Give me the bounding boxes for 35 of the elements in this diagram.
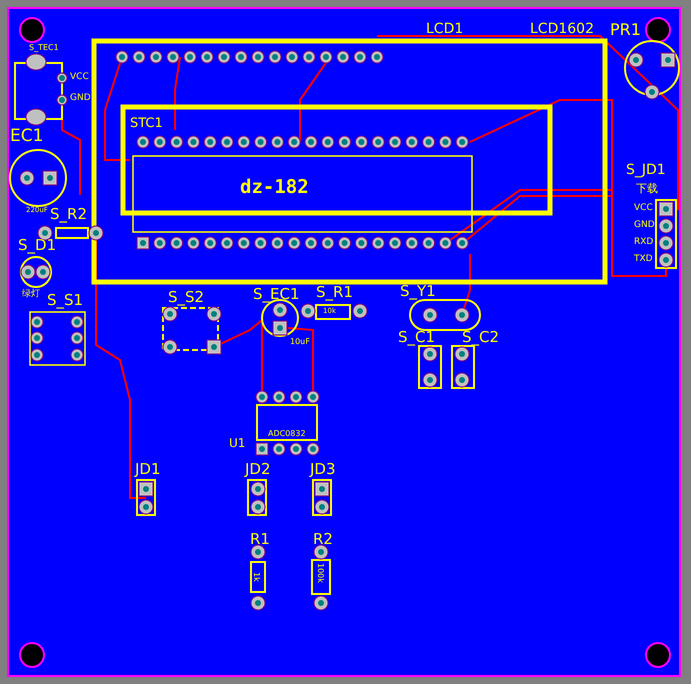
- component-designator: STC1: [130, 117, 163, 130]
- component-designator: S_R1: [316, 285, 353, 300]
- component-designator: U1: [229, 437, 246, 449]
- component-designator: S_R2: [50, 207, 87, 222]
- component-designator: PR1: [610, 22, 641, 38]
- component-designator: S_Y1: [400, 284, 436, 299]
- component-designator: JD1: [135, 462, 161, 477]
- pin-label: GND: [70, 94, 91, 103]
- component-designator: S_S2: [168, 290, 204, 305]
- component-designator: JD2: [245, 462, 271, 477]
- pin-label: GND: [634, 221, 655, 230]
- component-designator: S_JD1: [626, 163, 666, 177]
- component-value: 1k: [252, 572, 260, 582]
- component-designator: S_EC1: [253, 287, 300, 302]
- component-value: 10uF: [290, 338, 310, 346]
- component-value: LCD1602: [530, 22, 594, 36]
- component-value: 绿灯: [22, 290, 40, 299]
- pin-label: RXD: [634, 238, 654, 247]
- component-designator: S_C1: [398, 330, 436, 345]
- component-designator: R2: [313, 532, 333, 547]
- pin-label: TXD: [634, 255, 653, 264]
- component-designator: S_D1: [18, 238, 56, 253]
- component-value: ADC0832: [268, 430, 306, 438]
- component-designator: S_TEC1: [29, 44, 59, 52]
- component-designator: R1: [250, 532, 270, 547]
- component-designator: LCD1: [426, 22, 464, 36]
- component-designator: S_C2: [462, 330, 500, 345]
- component-designator: JD3: [310, 462, 336, 477]
- component-designator: S_S1: [47, 293, 84, 308]
- component-value: 100k: [316, 563, 324, 583]
- component-designator: EC1: [10, 128, 44, 145]
- pin-label: VCC: [634, 204, 653, 213]
- board-title-text: dz-182: [240, 178, 309, 197]
- connector-caption: 下载: [636, 183, 658, 194]
- pin-label: VCC: [70, 73, 89, 82]
